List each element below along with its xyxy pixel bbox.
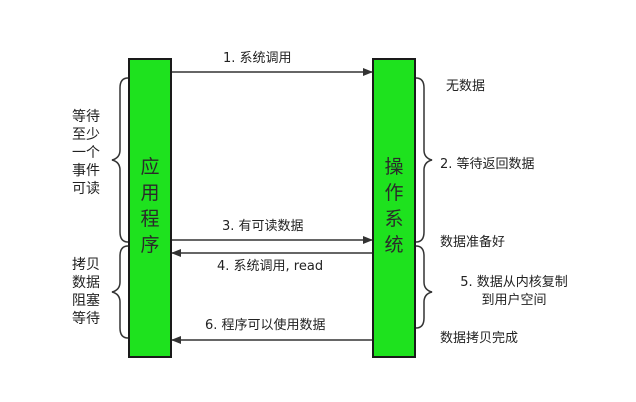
arrow-3-label: 3. 有可读数据: [222, 219, 304, 234]
right-note-wait-return: 2. 等待返回数据: [440, 157, 535, 172]
right-brace-wait: [415, 77, 433, 243]
arrow-4-label: 4. 系统调用, read: [217, 259, 324, 274]
left-brace-wait: [111, 77, 129, 243]
operating-system-label: 操 作 系 统: [384, 156, 404, 256]
right-note-data-ready: 数据准备好: [440, 235, 506, 250]
arrow-1-label: 1. 系统调用: [223, 51, 292, 66]
right-note-no-data: 无数据: [446, 79, 486, 94]
left-note-wait: 等待 至少 一个 事件 可读: [72, 109, 100, 197]
left-brace-copy: [111, 245, 129, 339]
right-note-copy-done: 数据拷贝完成: [440, 331, 519, 346]
right-note-copy-kernel: 5. 数据从内核复制 到用户空间: [460, 275, 568, 308]
left-note-copy: 拷贝 数据 阻塞 等待: [72, 257, 100, 327]
operating-system-box: 操 作 系 统: [372, 58, 416, 358]
application-label: 应 用 程 序: [140, 156, 160, 256]
right-brace-copy: [415, 245, 433, 329]
application-box: 应 用 程 序: [128, 58, 172, 358]
arrow-6-label: 6. 程序可以使用数据: [205, 318, 326, 333]
